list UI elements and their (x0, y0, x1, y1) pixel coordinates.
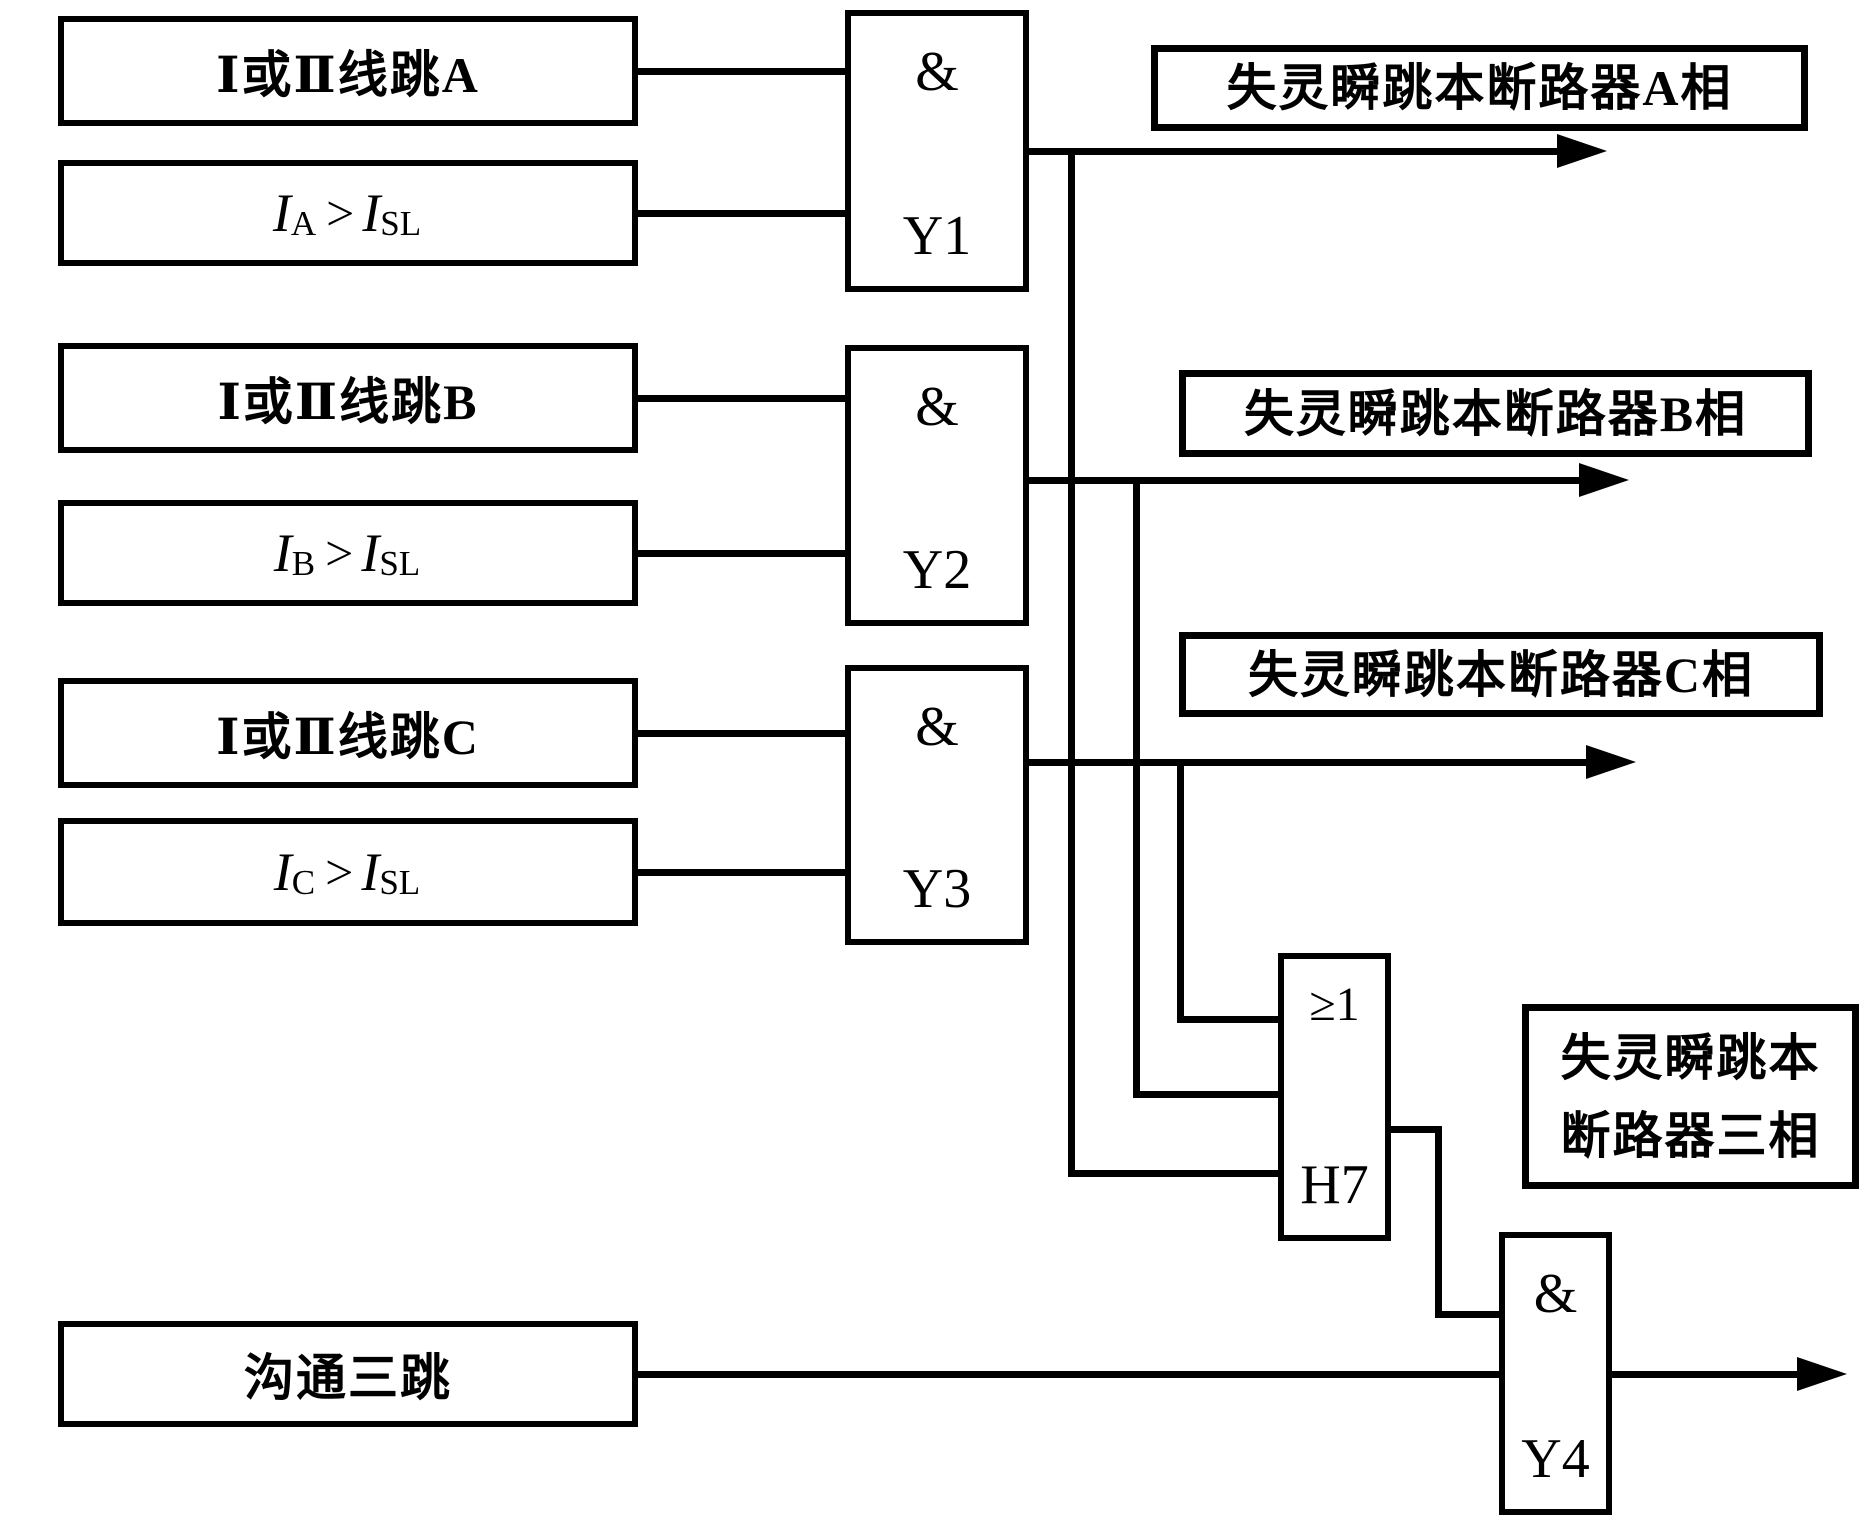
output-label-box-three-phase: 失灵瞬跳本 断路器三相 (1522, 1004, 1859, 1189)
setting-current-symbol-b: I (361, 523, 380, 583)
input-label-three-phase-trip-link: 沟通三跳 (244, 1350, 452, 1406)
input-box-line-trip-c: Ⅰ或Ⅱ线跳C (58, 678, 638, 788)
and-symbol-y4: & (1533, 1263, 1578, 1325)
wire-h7-to-y4 (1435, 1311, 1503, 1318)
setting-current-subscript-a: SL (380, 204, 422, 244)
output-label-box-phase-a: 失灵瞬跳本断路器A相 (1151, 45, 1808, 131)
wire-y1-to-h7 (1068, 1170, 1282, 1177)
wire-current-b-to-y2 (632, 550, 848, 557)
input-label-line-trip-a: Ⅰ或Ⅱ线跳A (216, 47, 480, 103)
output-label-phase-a: 失灵瞬跳本断路器A相 (1226, 60, 1733, 116)
wire-branch-y1-down (1068, 148, 1075, 1177)
or-gate-h7: ≥1 H7 (1278, 953, 1391, 1241)
input-box-line-trip-a: Ⅰ或Ⅱ线跳A (58, 16, 638, 126)
and-gate-y2: & Y2 (845, 345, 1029, 626)
output-label-box-phase-b: 失灵瞬跳本断路器B相 (1179, 370, 1812, 457)
wire-branch-y2-down (1133, 477, 1140, 1098)
current-b-subscript: B (291, 544, 316, 584)
wire-current-c-to-y3 (632, 869, 848, 876)
wire-y3-to-h7 (1177, 1016, 1282, 1023)
arrowhead-phase-b-icon (1579, 463, 1629, 497)
gate-id-y1: Y1 (902, 205, 972, 267)
current-a-subscript: A (290, 204, 317, 244)
or-symbol-h7: ≥1 (1309, 978, 1360, 1031)
wire-trip-b-to-y2 (632, 395, 848, 402)
setting-current-symbol-c: I (361, 842, 380, 902)
greater-than-sign-c: > (325, 844, 354, 900)
gate-id-y4: Y4 (1521, 1428, 1590, 1490)
wire-trip-a-to-y1 (632, 68, 848, 75)
output-label-phase-b: 失灵瞬跳本断路器B相 (1243, 385, 1748, 442)
output-label-three-phase-line1: 失灵瞬跳本 (1560, 1029, 1821, 1086)
wire-three-phase-trip-main (632, 1371, 1800, 1378)
wire-y2-output-phase-b (1025, 477, 1580, 484)
gate-id-y2: Y2 (902, 539, 972, 601)
gate-id-y3: Y3 (902, 858, 972, 920)
wire-branch-y3-down (1177, 759, 1184, 1023)
wire-y1-output-phase-a (1025, 148, 1558, 155)
wire-y2-to-h7 (1133, 1091, 1282, 1098)
output-label-phase-c: 失灵瞬跳本断路器C相 (1247, 646, 1755, 703)
and-symbol-y1: & (915, 41, 959, 103)
wire-y3-output-phase-c (1025, 759, 1587, 766)
setting-current-subscript-b: SL (379, 544, 421, 584)
input-label-line-trip-b: Ⅰ或Ⅱ线跳B (217, 374, 479, 430)
and-symbol-y2: & (915, 376, 959, 438)
current-c-symbol: I (273, 842, 292, 902)
and-symbol-y3: & (915, 696, 959, 758)
current-a-symbol: I (272, 183, 291, 243)
wire-trip-c-to-y3 (632, 730, 848, 737)
current-c-subscript: C (291, 863, 316, 903)
input-box-line-trip-b: Ⅰ或Ⅱ线跳B (58, 343, 638, 453)
wire-h7-output-horizontal (1388, 1126, 1442, 1133)
output-label-three-phase-line2: 断路器三相 (1560, 1107, 1821, 1164)
greater-than-sign-a: > (326, 185, 355, 241)
and-gate-y4: & Y4 (1499, 1232, 1612, 1515)
setting-current-subscript-c: SL (379, 863, 421, 903)
current-b-symbol: I (273, 523, 292, 583)
input-label-line-trip-c: Ⅰ或Ⅱ线跳C (216, 709, 480, 765)
output-label-box-phase-c: 失灵瞬跳本断路器C相 (1179, 632, 1823, 717)
wire-h7-output-vertical (1435, 1126, 1442, 1318)
arrowhead-phase-c-icon (1586, 745, 1636, 779)
and-gate-y3: & Y3 (845, 665, 1029, 945)
setting-current-symbol-a: I (362, 183, 381, 243)
wire-current-a-to-y1 (632, 210, 848, 217)
arrowhead-phase-a-icon (1557, 134, 1607, 168)
arrowhead-three-phase-icon (1797, 1357, 1847, 1391)
input-box-three-phase-trip-link: 沟通三跳 (58, 1321, 638, 1427)
greater-than-sign-b: > (325, 525, 354, 581)
and-gate-y1: & Y1 (845, 10, 1029, 292)
gate-id-h7: H7 (1300, 1154, 1369, 1216)
